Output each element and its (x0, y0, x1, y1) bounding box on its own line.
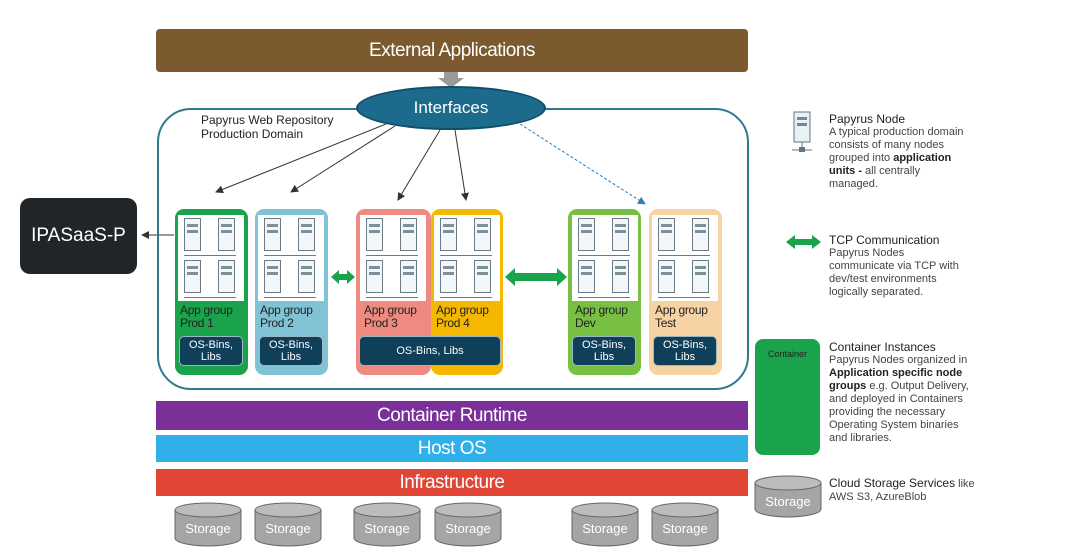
server-node-icon (400, 260, 417, 293)
server-node-icon (264, 218, 281, 251)
libs-prod2: OS-Bins,Libs (259, 336, 323, 366)
storage-cylinder: Storage (651, 502, 719, 547)
libs-dev: OS-Bins,Libs (572, 336, 636, 366)
server-connector (658, 297, 710, 298)
storage-cylinder: Storage (571, 502, 639, 547)
container-runtime-bar: Container Runtime (156, 401, 748, 430)
external-applications-bar: External Applications (156, 29, 748, 72)
server-node-icon (298, 260, 315, 293)
arrow-to-prod3 (397, 129, 441, 201)
tcp-arrow-prod4-dev (505, 268, 567, 286)
legend-tcp: TCP Communication Papyrus Nodes communic… (829, 233, 959, 298)
legend-container: Container Instances Papyrus Nodes organi… (829, 340, 969, 444)
server-node-icon (612, 218, 629, 251)
storage-cylinder: Storage (174, 502, 242, 547)
server-node-icon (612, 260, 629, 293)
storage-label: Storage (265, 521, 311, 536)
storage-cylinder: Storage (434, 502, 502, 547)
storage-label: Storage (364, 521, 410, 536)
external-to-interfaces-arrow (438, 72, 464, 88)
arrow-to-prod4 (454, 129, 469, 201)
legend-storage: Cloud Storage Services like AWS S3, Azur… (829, 476, 975, 504)
storage-cylinder: Storage (254, 502, 322, 547)
legend-node: Papyrus Node A typical production domain… (829, 112, 964, 190)
server-node-icon (440, 218, 457, 251)
storage-label: Storage (582, 521, 628, 536)
interfaces-node: Interfaces (356, 86, 546, 130)
server-node-icon (578, 218, 595, 251)
server-node-icon (264, 260, 281, 293)
legend-container-box: Container (755, 339, 820, 455)
server-connector (184, 297, 236, 298)
server-connector (366, 297, 418, 298)
storage-label: Storage (662, 521, 708, 536)
ipasaas-box: IPASaaS-P (20, 198, 137, 274)
server-connector (366, 255, 418, 256)
server-connector (440, 297, 492, 298)
server-node-icon (692, 218, 709, 251)
server-node-icon (366, 218, 383, 251)
libs-prod1: OS-Bins,Libs (179, 336, 243, 366)
server-icon (792, 111, 812, 152)
external-applications-label: External Applications (369, 39, 535, 61)
server-node-icon (218, 260, 235, 293)
host-os-bar: Host OS (156, 435, 748, 462)
infrastructure-bar: Infrastructure (156, 469, 748, 496)
server-node-icon (218, 218, 235, 251)
server-node-icon (692, 260, 709, 293)
arrow-to-prod1 (215, 123, 387, 194)
server-node-icon (658, 260, 675, 293)
domain-label: Papyrus Web Repository Production Domain (201, 113, 334, 141)
server-node-icon (400, 218, 417, 251)
server-connector (578, 255, 630, 256)
storage-label: Storage (445, 521, 491, 536)
server-node-icon (184, 218, 201, 251)
server-connector (658, 255, 710, 256)
server-node-icon (658, 218, 675, 251)
libs-test: OS-Bins,Libs (653, 336, 717, 366)
server-connector (578, 297, 630, 298)
arrow-to-prod2 (290, 125, 396, 193)
storage-cylinder: Storage (353, 502, 421, 547)
tcp-arrow-prod2-prod3 (331, 270, 355, 284)
server-node-icon (578, 260, 595, 293)
tcp-legend-arrow (786, 235, 821, 249)
storage-label: Storage (185, 521, 231, 536)
server-connector (264, 255, 316, 256)
server-node-icon (474, 218, 491, 251)
legend-storage-label: Storage (765, 494, 811, 509)
server-connector (184, 255, 236, 256)
server-node-icon (366, 260, 383, 293)
server-node-icon (474, 260, 491, 293)
legend-storage-icon: Storage (754, 475, 822, 518)
libs-prod3-4-shared: OS-Bins, Libs (359, 336, 501, 366)
server-connector (264, 297, 316, 298)
server-node-icon (298, 218, 315, 251)
server-node-icon (184, 260, 201, 293)
server-node-icon (440, 260, 457, 293)
server-connector (440, 255, 492, 256)
